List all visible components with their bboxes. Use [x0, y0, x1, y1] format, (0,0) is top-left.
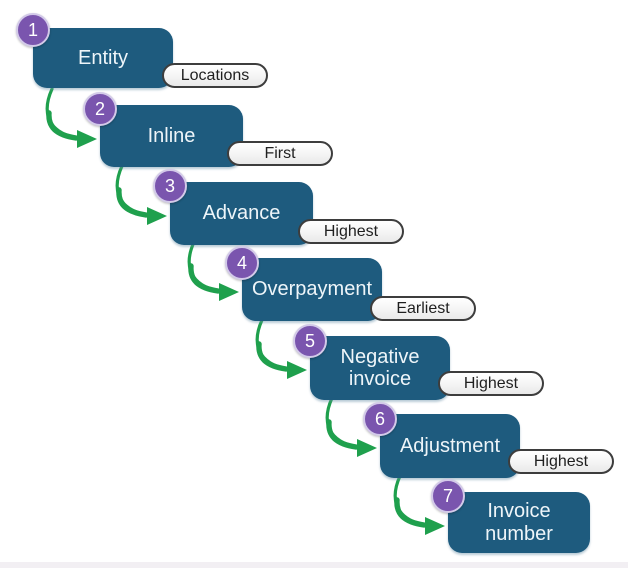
step-3-tag-pill: Highest: [298, 219, 404, 244]
step-7-label: Invoice number: [485, 500, 553, 545]
curved-arrow-step6-to-step7-icon: [393, 474, 445, 535]
step-2-label: Inline: [147, 124, 196, 147]
step-6-tag-pill: Highest: [508, 449, 614, 474]
curved-arrow-step2-to-step3-icon: [115, 164, 167, 225]
curved-arrow-step3-to-step4-icon: [187, 240, 239, 301]
step-2-number-badge: 2: [83, 92, 117, 126]
step-2-tag-pill: First: [227, 141, 333, 166]
step-6-label: Adjustment: [399, 434, 501, 457]
step-5-number-badge: 5: [293, 324, 327, 358]
step-4-box-overpayment: Overpayment: [242, 258, 382, 321]
step-4-tag-pill: Earliest: [370, 296, 476, 321]
step-3-box-advance: Advance: [170, 182, 313, 245]
step-1-tag-pill: Locations: [162, 63, 268, 88]
step-4-number-badge: 4: [225, 246, 259, 280]
step-2-box-inline: Inline: [100, 105, 243, 167]
step-4-label: Overpayment: [251, 278, 373, 301]
step-1-box-entity: Entity: [33, 28, 173, 88]
step-5-label: Negative invoice: [340, 345, 420, 390]
curved-arrow-step4-to-step5-icon: [255, 318, 307, 379]
step-3-label: Advance: [202, 202, 281, 225]
step-7-number-badge: 7: [431, 479, 465, 513]
step-6-box-adjustment: Adjustment: [380, 414, 520, 478]
curved-arrow-step1-to-step2-icon: [45, 87, 97, 148]
step-3-number-badge: 3: [153, 169, 187, 203]
step-7-box-invoice-number: Invoice number: [448, 492, 590, 553]
step-6-number-badge: 6: [363, 402, 397, 436]
bottom-edge-strip: [0, 562, 628, 568]
curved-arrow-step5-to-step6-icon: [325, 396, 377, 457]
step-1-label: Entity: [77, 46, 129, 69]
step-5-box-negative-invoice: Negative invoice: [310, 336, 450, 400]
step-5-tag-pill: Highest: [438, 371, 544, 396]
step-1-number-badge: 1: [16, 13, 50, 47]
